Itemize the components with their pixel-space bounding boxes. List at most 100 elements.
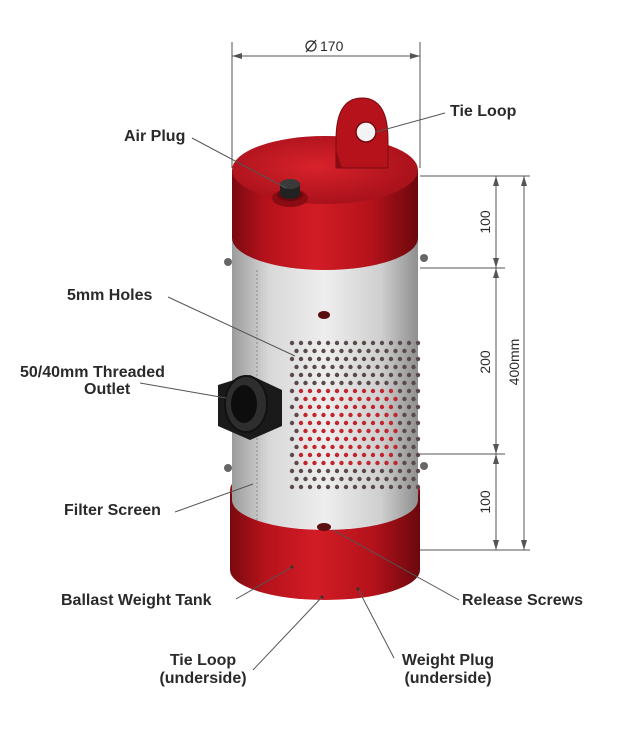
screen-hole — [289, 388, 295, 394]
screen-hole — [415, 404, 421, 410]
screen-hole — [361, 340, 367, 346]
screen-hole — [357, 444, 362, 450]
label-tie-loop-underside: Tie Loop (underside) — [148, 652, 258, 688]
screen-hole — [375, 364, 380, 370]
screen-hole — [316, 468, 322, 474]
screen-hole — [348, 380, 353, 386]
screen-hole — [294, 348, 299, 354]
screen-hole — [402, 412, 407, 418]
screen-hole — [388, 340, 394, 346]
total-height-dim: 400mm — [506, 339, 522, 386]
screen-hole — [294, 428, 299, 434]
screen-hole — [316, 484, 322, 490]
screen-hole — [411, 444, 416, 450]
screen-hole — [402, 444, 407, 450]
screen-hole — [393, 460, 398, 466]
screen-hole — [343, 340, 349, 346]
screen-hole — [397, 372, 403, 378]
screen-hole — [397, 388, 403, 394]
screen-hole — [415, 388, 421, 394]
screen-hole — [361, 388, 367, 394]
screen-hole — [406, 372, 412, 378]
screen-hole — [384, 412, 389, 418]
label-tie-loop-underside-line1: Tie Loop — [169, 652, 237, 669]
screen-hole — [402, 428, 407, 434]
screen-hole — [370, 404, 376, 410]
screen-hole — [357, 412, 362, 418]
top-cap — [232, 97, 418, 270]
screen-hole — [343, 388, 349, 394]
screen-hole — [415, 484, 421, 490]
release-screw-bottom — [317, 523, 331, 531]
screen-hole — [294, 364, 299, 370]
screen-hole — [348, 460, 353, 466]
screen-hole — [348, 412, 353, 418]
diameter-symbol — [305, 40, 317, 52]
screen-hole — [361, 452, 367, 458]
screen-hole — [375, 428, 380, 434]
screen-hole — [289, 436, 295, 442]
screen-hole — [352, 404, 358, 410]
side-screw — [420, 462, 428, 470]
label-release-screws: Release Screws — [462, 592, 583, 609]
screen-hole — [321, 428, 326, 434]
screen-hole — [289, 340, 295, 346]
screen-hole — [298, 388, 304, 394]
screen-hole — [357, 364, 362, 370]
screen-hole — [312, 364, 317, 370]
screen-hole — [384, 444, 389, 450]
screen-hole — [325, 436, 331, 442]
screen-hole — [325, 420, 331, 426]
screen-hole — [303, 412, 308, 418]
screen-hole — [330, 460, 335, 466]
screen-hole — [298, 340, 304, 346]
screen-hole — [352, 356, 358, 362]
label-5mm-holes: 5mm Holes — [67, 287, 153, 304]
screen-hole — [312, 396, 317, 402]
label-weight-plug-underside-line1: Weight Plug — [401, 652, 495, 669]
screen-hole — [406, 436, 412, 442]
screen-hole — [298, 452, 304, 458]
screen-hole — [316, 436, 322, 442]
screen-hole — [370, 484, 376, 490]
screen-hole — [321, 476, 326, 482]
side-screw — [420, 254, 428, 262]
screen-hole — [370, 468, 376, 474]
screen-hole — [384, 380, 389, 386]
screen-hole — [316, 388, 322, 394]
screen-hole — [415, 436, 421, 442]
screen-hole — [325, 372, 331, 378]
screen-hole — [402, 460, 407, 466]
screen-hole — [379, 340, 385, 346]
screen-hole — [352, 468, 358, 474]
screen-hole — [307, 356, 313, 362]
screen-hole — [334, 372, 340, 378]
screen-hole — [307, 372, 313, 378]
screen-hole — [339, 460, 344, 466]
screen-hole — [370, 356, 376, 362]
screen-hole — [348, 396, 353, 402]
screen-hole — [343, 372, 349, 378]
screen-hole — [339, 476, 344, 482]
screen-hole — [379, 452, 385, 458]
air-plug — [272, 179, 308, 207]
screen-hole — [312, 444, 317, 450]
screen-hole — [312, 412, 317, 418]
screen-hole — [411, 348, 416, 354]
screen-hole — [415, 468, 421, 474]
filter-screen — [224, 235, 428, 531]
screen-hole — [307, 404, 313, 410]
screen-hole — [352, 372, 358, 378]
screen-hole — [384, 460, 389, 466]
screen-hole — [325, 356, 331, 362]
screen-hole — [388, 356, 394, 362]
screen-hole — [361, 404, 367, 410]
tie-loop-top — [335, 97, 389, 169]
screen-hole — [316, 404, 322, 410]
screen-hole — [357, 428, 362, 434]
screen-hole — [379, 484, 385, 490]
screen-hole — [352, 340, 358, 346]
screen-hole — [370, 388, 376, 394]
height-dimensions: 100 200 100 400mm — [420, 175, 530, 551]
